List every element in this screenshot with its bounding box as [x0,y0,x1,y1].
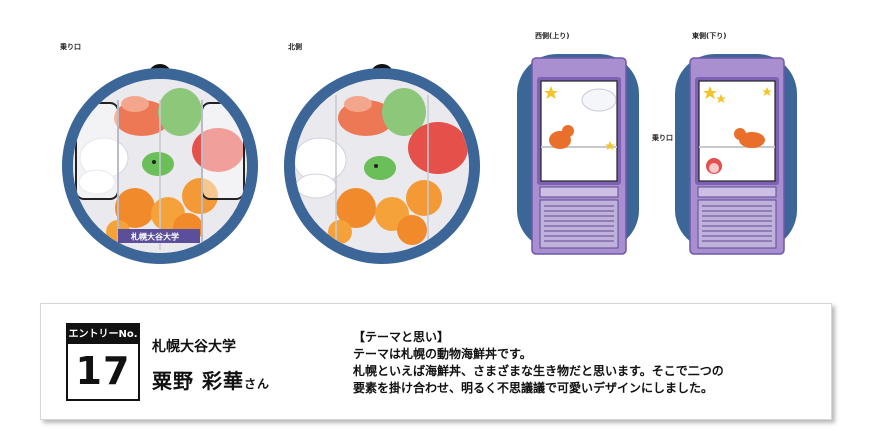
entrant-honorific: さん [243,377,270,391]
theme-text: 【テーマと思い】 テーマは札幌の動物海鮮丼です。 札幌といえば海鮮丼、さまざまな… [353,329,823,397]
entry-number: 17 [75,349,131,393]
theme-line: 要素を掛け合わせ、明るく不思議議で可愛いデザインにしました。 [353,381,714,395]
star-icon [703,86,717,99]
theme-heading: 【テーマと思い】 [353,330,450,344]
gondola-sign-text: 札幌大谷大学 [130,232,179,242]
view-label-west: 西側(上り) [535,32,570,40]
star-icon [605,141,615,150]
entry-info-card [40,303,832,420]
entrant-name: 粟野 彩華さん [152,365,270,394]
entry-number-label: エントリーNo. [68,325,138,344]
star-icon [762,87,772,96]
entrant-name-text: 粟野 彩華 [152,369,244,393]
view-label-east: 東側(下り) [692,32,727,40]
entry-number-box: エントリーNo. 17 [66,323,140,401]
theme-line: テーマは札幌の動物海鮮丼です。 [353,347,532,361]
theme-line: 札幌といえば海鮮丼、さまざまな生き物だと思います。そこで二つの [353,364,724,378]
university-name: 札幌大谷大学 [152,339,236,355]
view-label-north: 北側 [288,43,302,51]
view-label-side-boarding: 乗り口 [652,134,673,142]
star-icon [716,94,726,103]
star-icon [544,86,558,99]
view-label-boarding: 乗り口 [60,43,81,51]
